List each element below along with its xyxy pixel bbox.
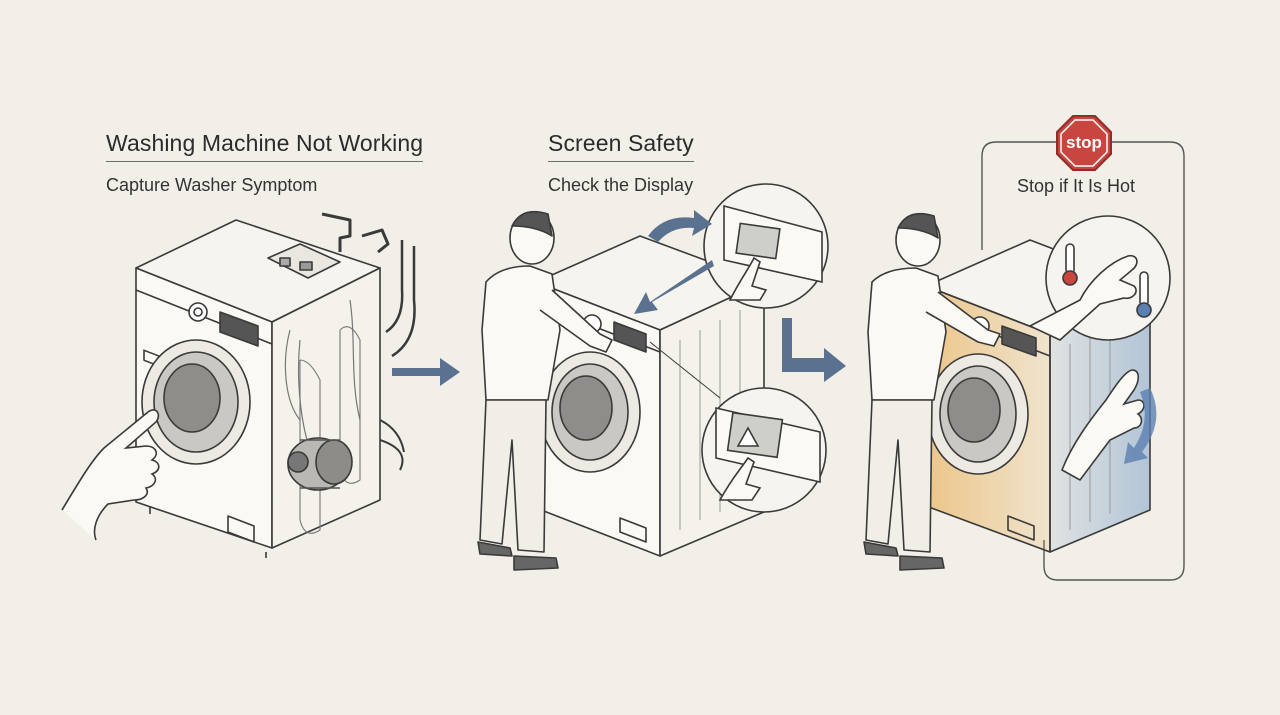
person-3 — [863, 212, 1001, 571]
water-valve-icon — [321, 212, 416, 471]
leader-line — [649, 341, 721, 399]
person-2 — [477, 210, 613, 571]
hot-thermometer-icon — [1062, 243, 1078, 286]
arrow-turn-icon — [782, 318, 846, 382]
temperature-zoom-bubble — [1028, 215, 1171, 341]
stop-sign-icon — [1056, 115, 1112, 171]
display-zoom-bubble — [703, 183, 829, 309]
washer-2 — [535, 235, 765, 557]
step-1-subtitle: Capture Washer Symptom — [106, 175, 318, 195]
cool-arrow-icon — [1124, 388, 1157, 464]
arrow-down-left-icon — [634, 260, 714, 314]
touch-hand-icon — [1061, 369, 1145, 482]
cold-thermometer-icon — [1136, 271, 1152, 318]
step-1-title: Washing Machine Not Working — [106, 129, 424, 162]
motor-icon — [287, 437, 353, 491]
curved-arrow-icon — [648, 210, 712, 242]
warning-icon — [736, 426, 760, 447]
washer-1 — [135, 212, 416, 558]
arrow-right-icon — [392, 358, 460, 386]
step-2-title: Screen Safety — [548, 129, 694, 162]
callout-frame — [981, 141, 1185, 581]
pointing-hand-icon — [61, 409, 160, 541]
step-3-subtitle: Stop if It Is Hot — [1017, 176, 1136, 196]
step-2-subtitle: Check the Display — [548, 175, 694, 195]
warning-zoom-bubble — [701, 387, 827, 513]
